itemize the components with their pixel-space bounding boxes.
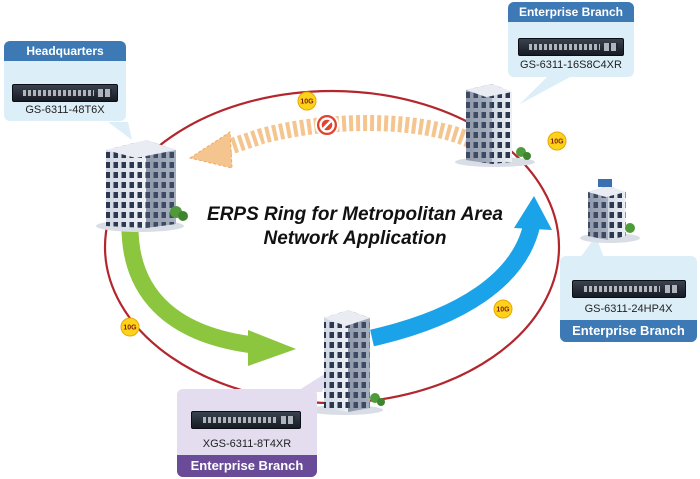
callout-pointer-headquarters	[108, 122, 132, 140]
blocked-path-arrow	[223, 114, 474, 156]
building-headquarters	[96, 140, 188, 232]
link-speed-badge-bottom-right: 10G	[493, 299, 513, 319]
branch-right-callout: GS-6311-24HP4X Enterprise Branch	[560, 256, 697, 342]
diagram-caption: ERPS Ring for Metropolitan Area Network …	[160, 203, 550, 251]
link-speed-badge-right: 10G	[547, 131, 567, 151]
active-flow-arrow-green-head	[248, 330, 296, 366]
blocked-link-icon	[315, 113, 339, 137]
svg-text:10G: 10G	[123, 325, 137, 332]
callout-pointer-branch-top	[520, 76, 572, 104]
diagram-caption-line-2: Network Application	[263, 228, 447, 249]
svg-text:10G: 10G	[496, 307, 510, 314]
link-speed-badge-left: 10G	[120, 317, 140, 337]
headquarters-model: GS-6311-48T6X	[25, 104, 105, 116]
blocked-path-arrow-head	[188, 131, 233, 169]
switch-image-headquarters	[12, 84, 118, 102]
branch-top-model: GS-6311-16S8C4XR	[520, 59, 622, 71]
switch-image-branch-top	[518, 38, 624, 56]
active-flow-arrow-blue-head	[514, 196, 552, 230]
link-speed-badge-top: 10G	[297, 91, 317, 111]
svg-text:10G: 10G	[300, 99, 314, 106]
branch-bottom-callout: XGS-6311-8T4XR Enterprise Branch	[177, 389, 317, 477]
diagram-caption-line-1: ERPS Ring for Metropolitan Area	[207, 204, 503, 225]
building-branch-top	[455, 84, 535, 167]
building-branch-bottom	[307, 310, 385, 415]
active-flow-arrow-blue	[370, 221, 541, 347]
svg-text:10G: 10G	[550, 139, 564, 146]
headquarters-label: Headquarters	[4, 41, 126, 61]
switch-image-branch-right	[572, 280, 686, 298]
branch-top-label: Enterprise Branch	[508, 2, 634, 22]
branch-right-model: GS-6311-24HP4X	[584, 303, 673, 315]
branch-bottom-model: XGS-6311-8T4XR	[202, 438, 292, 450]
switch-image-branch-bottom	[191, 411, 301, 429]
branch-top-callout: Enterprise Branch GS-6311-16S8C4XR	[508, 2, 634, 77]
active-flow-arrow-green	[121, 221, 263, 355]
branch-bottom-label: Enterprise Branch	[177, 455, 317, 477]
building-branch-right	[580, 179, 640, 243]
headquarters-callout: Headquarters GS-6311-48T6X	[4, 41, 126, 121]
branch-right-label: Enterprise Branch	[560, 320, 697, 342]
